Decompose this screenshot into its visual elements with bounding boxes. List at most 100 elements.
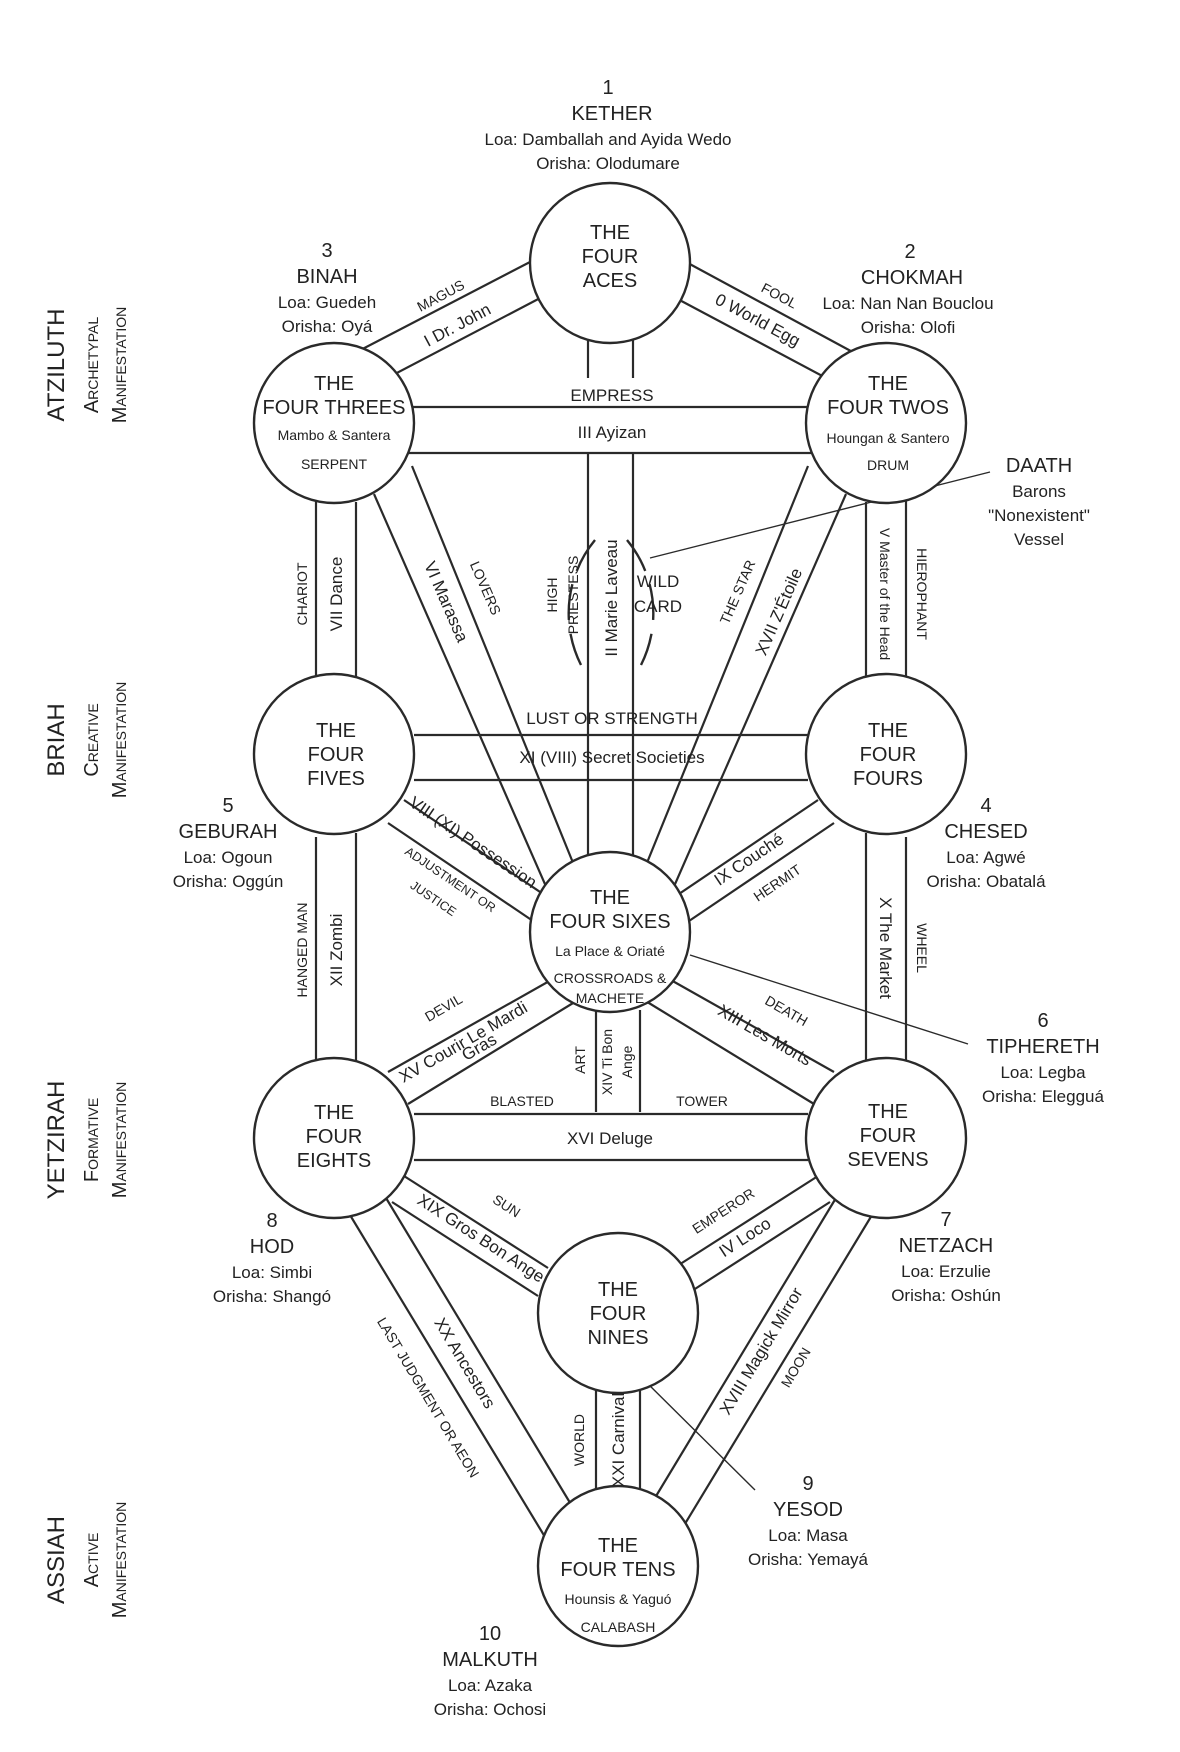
path-label-xix: XIX Gros Bon Ange — [414, 1190, 548, 1286]
sephira-name: DAATH — [1006, 455, 1072, 477]
sephira-name: CHESED — [944, 821, 1027, 843]
path-label-x: X The Market — [876, 897, 895, 999]
path-label-blasted: BLASTED — [490, 1093, 554, 1109]
path-label-vii: VII Dance — [327, 557, 346, 632]
svg-text:Hounsis & Yaguó: Hounsis & Yaguó — [565, 1591, 672, 1607]
sephira-name: NETZACH — [899, 1235, 993, 1257]
sephira-name: CHOKMAH — [861, 267, 963, 289]
svg-text:EIGHTS: EIGHTS — [297, 1150, 371, 1172]
svg-text:THE: THE — [590, 222, 630, 244]
world-line2: Manifestation — [109, 307, 131, 423]
sephira-loa: Loa: Ogoun — [184, 848, 273, 867]
binah-label: 3 BINAH Loa: Guedeh Orisha: Oyá — [278, 240, 376, 336]
sephira-loa: Loa: Masa — [768, 1526, 848, 1545]
malkuth-circle — [536, 1484, 700, 1648]
svg-text:NINES: NINES — [587, 1327, 648, 1349]
sephira-orisha: Orisha: Oyá — [282, 317, 373, 336]
path-label-xii: XII Zombi — [327, 914, 346, 987]
sephira-loa: Loa: Agwé — [946, 848, 1025, 867]
path-label-xvi: XVI Deluge — [567, 1129, 653, 1148]
path-label-hierophant: HIEROPHANT — [914, 548, 930, 640]
world-labels: ATZILUTH Archetypal Manifestation BRIAH … — [43, 307, 131, 1618]
path-bands — [314, 261, 908, 1538]
sephira-number: 3 — [321, 240, 332, 262]
path-label-last-judgment: LAST JUDGMENT OR AEON — [374, 1315, 482, 1481]
hod-label: 8 HOD Loa: Simbi Orisha: Shangó — [213, 1210, 331, 1306]
path-label-empress: EMPRESS — [570, 386, 653, 405]
sephira-orisha: Orisha: Oshún — [891, 1286, 1001, 1305]
sephira-loa: Loa: Damballah and Ayida Wedo — [485, 130, 732, 149]
world-line1: Archetypal — [81, 317, 103, 414]
netzach-circle-text: THE FOUR SEVENS — [847, 1101, 928, 1171]
hod-circle-text: THE FOUR EIGHTS — [297, 1102, 371, 1172]
svg-text:SERPENT: SERPENT — [301, 456, 368, 472]
path-label-priestess-2: PRIESTESS — [565, 556, 581, 635]
kether-label: 1 KETHER Loa: Damballah and Ayida Wedo O… — [485, 77, 732, 173]
sephira-orisha: Orisha: Yemayá — [748, 1550, 869, 1569]
sephira-number: 1 — [602, 77, 613, 99]
svg-text:FOURS: FOURS — [853, 768, 923, 790]
path-label-vi: VI Marassa — [420, 559, 472, 646]
svg-text:THE: THE — [314, 373, 354, 395]
sephira-orisha: Orisha: Oggún — [173, 872, 284, 891]
world-assiah: ASSIAH Active Manifestation — [43, 1502, 131, 1618]
svg-text:THE: THE — [598, 1535, 638, 1557]
sephira-loa: Loa: Nan Nan Bouclou — [822, 294, 993, 313]
daath-line2: "Nonexistent" — [988, 506, 1090, 525]
sephira-number: 8 — [266, 1210, 277, 1232]
world-name: ASSIAH — [43, 1516, 70, 1604]
chesed-circle — [804, 672, 968, 836]
svg-text:FOUR: FOUR — [582, 246, 639, 268]
svg-text:Houngan & Santero: Houngan & Santero — [827, 430, 950, 446]
world-line1: Creative — [81, 703, 103, 776]
sephiroth-circles — [252, 181, 968, 1648]
svg-text:THE: THE — [316, 720, 356, 742]
tiphereth-circle-text: THE FOUR SIXES La Place & Oriaté CROSSRO… — [549, 887, 670, 1006]
malkuth-label: 10 MALKUTH Loa: Azaka Orisha: Ochosi — [434, 1623, 546, 1719]
sephira-name: GEBURAH — [179, 821, 278, 843]
yesod-circle-text: THE FOUR NINES — [587, 1279, 648, 1349]
sephira-number: 4 — [980, 795, 991, 817]
path-label-art: ART — [572, 1046, 588, 1074]
world-name: BRIAH — [43, 703, 70, 776]
hod-circle — [252, 1056, 416, 1220]
world-line1: Formative — [81, 1098, 103, 1182]
svg-text:CALABASH: CALABASH — [581, 1619, 656, 1635]
sephira-number: 6 — [1037, 1010, 1048, 1032]
path-label-wheel: WHEEL — [914, 923, 930, 973]
path-label-lust: LUST OR STRENGTH — [526, 709, 698, 728]
geburah-circle-text: THE FOUR FIVES — [307, 720, 365, 790]
svg-text:THE: THE — [314, 1102, 354, 1124]
svg-text:THE: THE — [868, 720, 908, 742]
svg-text:MACHETE: MACHETE — [576, 990, 644, 1006]
world-atziluth: ATZILUTH Archetypal Manifestation — [43, 307, 131, 423]
path-label-priestess-1: HIGH — [544, 578, 560, 613]
svg-text:FOUR: FOUR — [306, 1126, 363, 1148]
world-briah: BRIAH Creative Manifestation — [43, 682, 131, 798]
malkuth-circle-text: THE FOUR TENS Hounsis & Yaguó CALABASH — [560, 1535, 675, 1635]
svg-text:FOUR TENS: FOUR TENS — [560, 1559, 675, 1581]
path-label-star: THE STAR — [716, 558, 758, 627]
path-label-tower: TOWER — [676, 1093, 728, 1109]
sephira-number: 9 — [802, 1473, 813, 1495]
sephira-number: 5 — [222, 795, 233, 817]
path-label-fool: FOOL — [759, 280, 800, 312]
svg-text:THE: THE — [868, 1101, 908, 1123]
world-line2: Manifestation — [109, 1502, 131, 1618]
path-label-iii: III Ayizan — [578, 423, 647, 442]
sephira-number: 10 — [479, 1623, 501, 1645]
sephira-loa: Loa: Azaka — [448, 1676, 533, 1695]
svg-text:FOUR TWOS: FOUR TWOS — [827, 397, 949, 419]
sephira-orisha: Orisha: Shangó — [213, 1287, 331, 1306]
sephira-name: HOD — [250, 1236, 294, 1258]
chesed-circle-text: THE FOUR FOURS — [853, 720, 923, 790]
path-label-iv: IV Loco — [716, 1214, 775, 1261]
path-label-xiv-1: XIV Ti Bon — [599, 1029, 615, 1095]
kether-circle — [528, 181, 692, 345]
sephira-orisha: Orisha: Obatalá — [926, 872, 1046, 891]
tiphereth-leader-line — [689, 954, 969, 1045]
svg-text:FOUR: FOUR — [590, 1303, 647, 1325]
path-label-world: WORLD — [571, 1414, 587, 1466]
svg-text:La Place & Oriaté: La Place & Oriaté — [555, 943, 665, 959]
world-name: ATZILUTH — [43, 309, 70, 422]
